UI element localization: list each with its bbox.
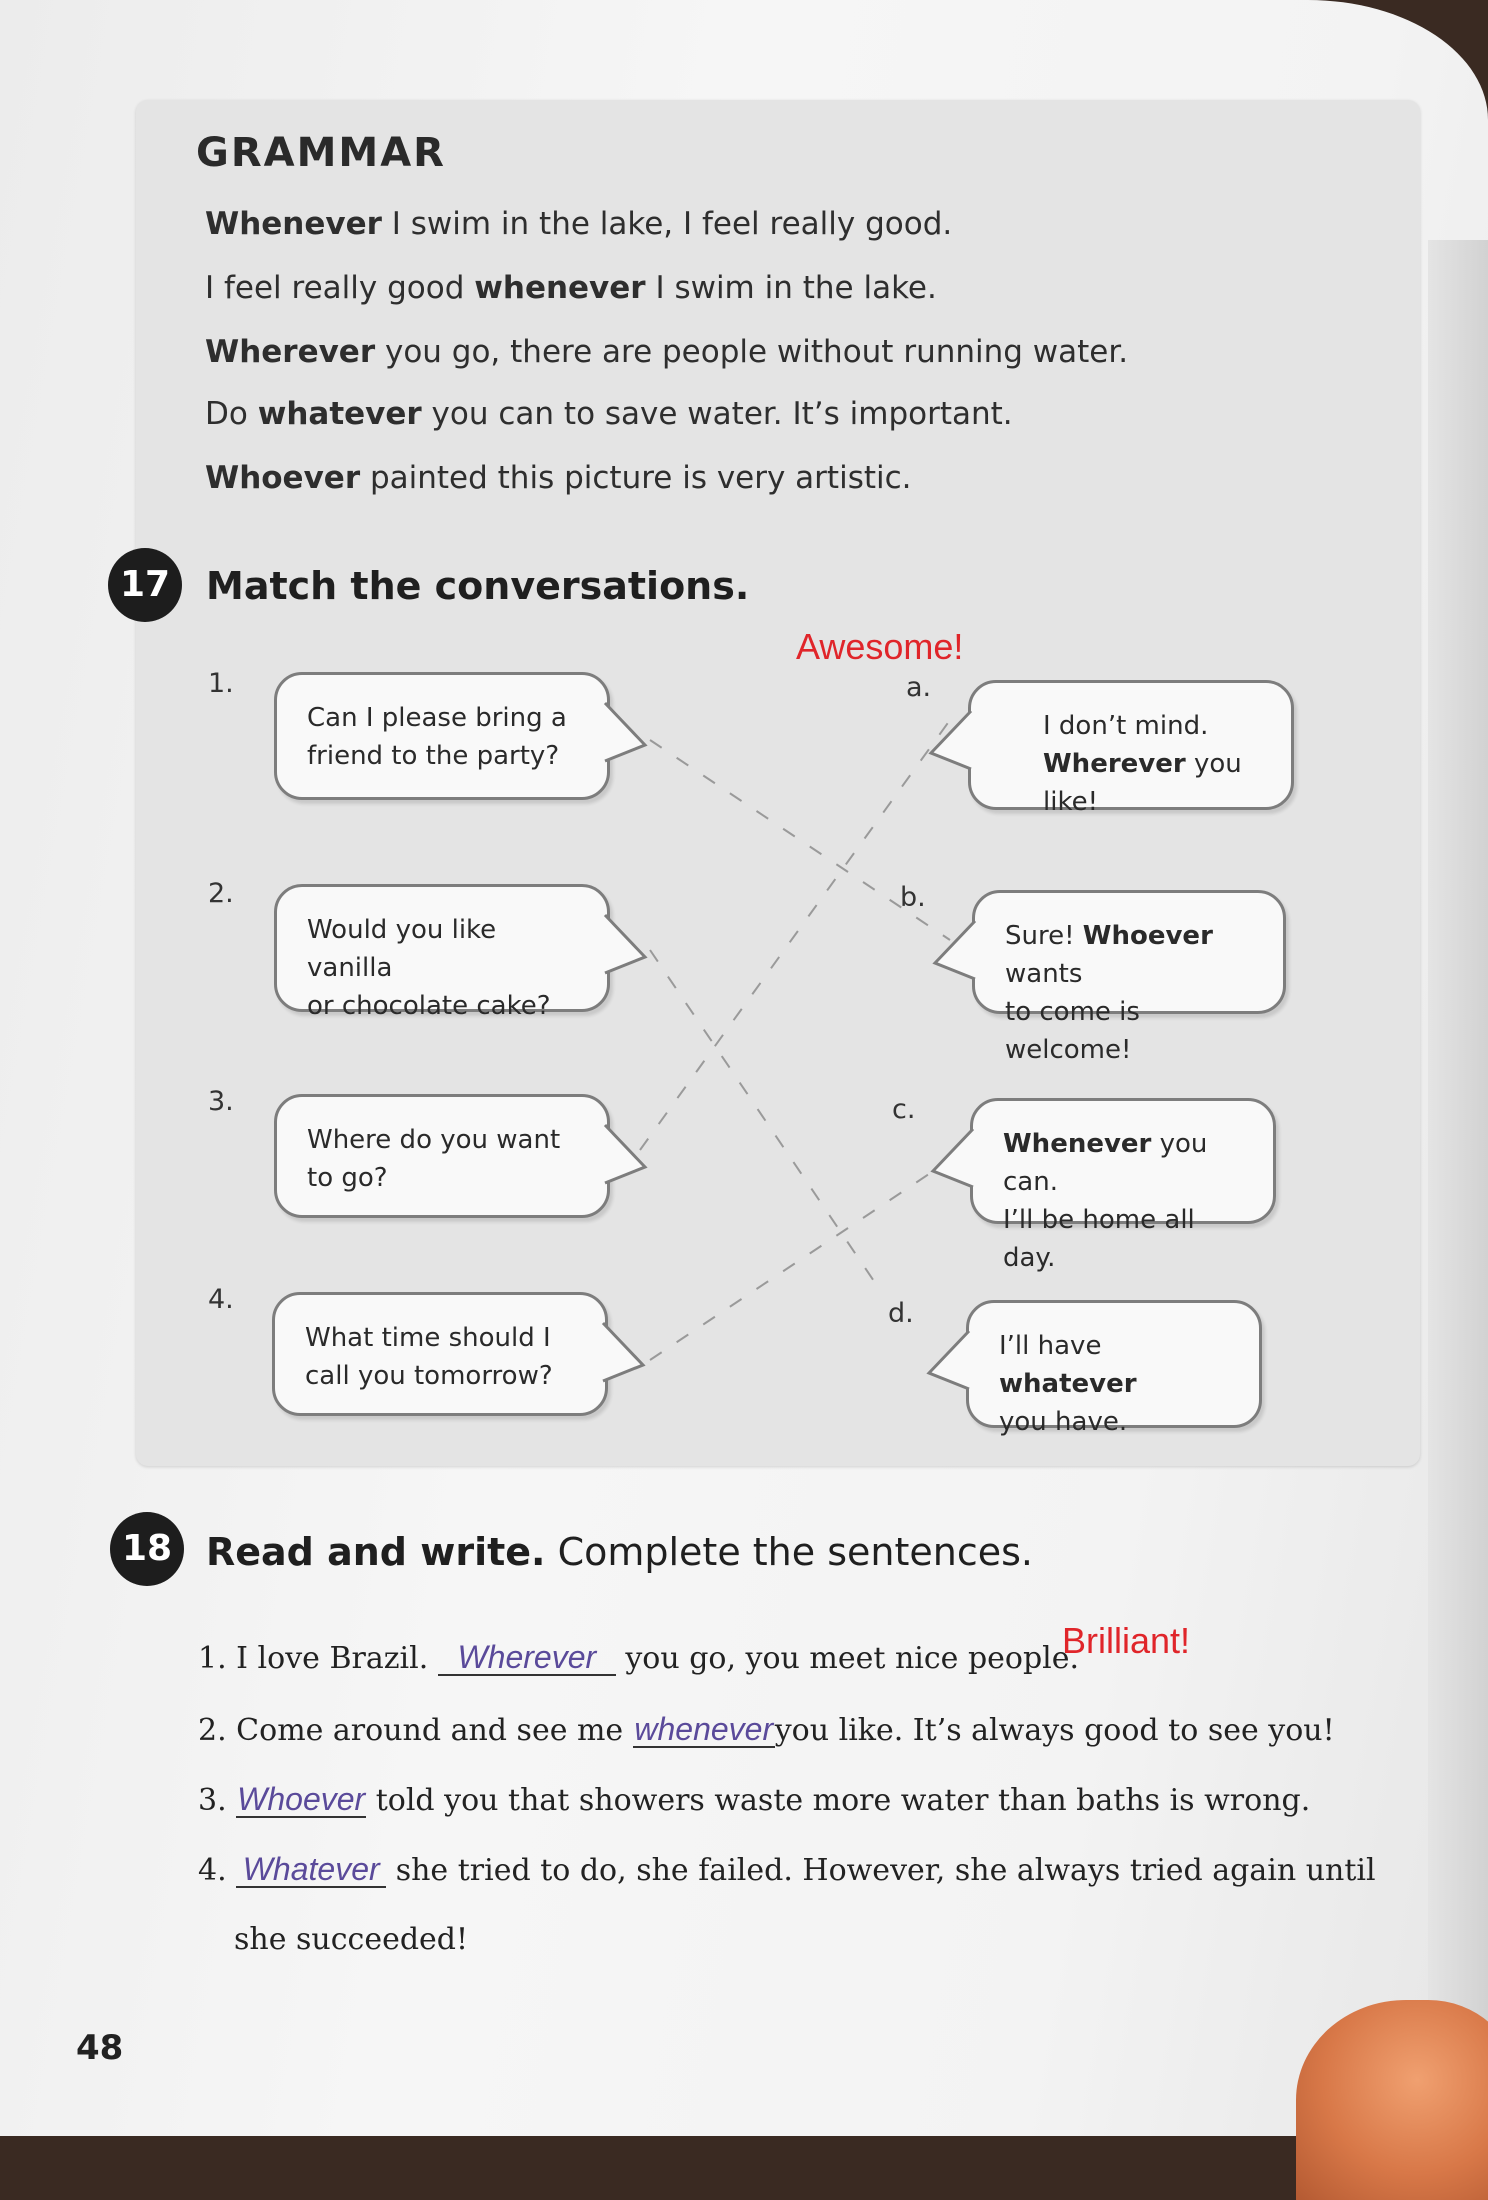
bubble-text: I’ll have whatever (999, 1331, 1137, 1399)
bubble-text: to go? (307, 1163, 388, 1193)
bubble-tail (928, 709, 973, 771)
bubble-text: friend to the party? (307, 741, 560, 771)
sentence-4: 4. Whatever she tried to do, she failed.… (198, 1851, 1376, 1888)
bubble-tail (603, 1123, 648, 1185)
grammar-line: Whoever painted this picture is very art… (205, 460, 912, 496)
exercise-title: Read and write. Complete the sentences. (206, 1530, 1033, 1574)
bubble-tail (930, 1127, 975, 1189)
speech-bubble-1: Can I please bring a friend to the party… (274, 672, 648, 800)
bubble-tail (601, 1321, 646, 1383)
item-letter: a. (906, 672, 932, 703)
item-number: 2. (208, 878, 234, 909)
bubble-tail (926, 1329, 971, 1391)
speech-bubble-b: Sure! Whoever wants to come is welcome! (932, 890, 1286, 1065)
teacher-annotation: Awesome! (796, 626, 964, 667)
speech-bubble-4: What time should I call you tomorrow? (272, 1292, 646, 1416)
bubble-text: Whenever you can. (1003, 1129, 1208, 1197)
speech-bubble-3: Where do you want to go? (274, 1094, 648, 1218)
matching-lines (639, 719, 951, 1361)
item-letter: b. (900, 882, 926, 913)
bubble-text: Sure! Whoever wants (1005, 921, 1213, 989)
grammar-line: Whenever I swim in the lake, I feel real… (205, 206, 953, 242)
sentence-4-continuation: she succeeded! (234, 1922, 469, 1957)
bubble-tail (603, 913, 648, 975)
bubble-text: I don’t mind. (1043, 711, 1209, 741)
bubble-text: I’ll be home all day. (1003, 1205, 1195, 1273)
item-letter: c. (892, 1094, 916, 1125)
speech-bubble-2: Would you like vanilla or chocolate cake… (274, 884, 648, 1021)
bubble-text: Would you like vanilla (307, 915, 497, 983)
teacher-annotation: Brilliant! (1062, 1620, 1191, 1661)
exercise-number-badge: 17 (108, 548, 182, 622)
sentence-2: 2. Come around and see me wheneveryou li… (198, 1711, 1335, 1748)
bubble-tail (932, 919, 977, 981)
answer-blank[interactable]: whenever (632, 1711, 775, 1748)
page-number: 48 (76, 2028, 124, 2068)
grammar-line: Wherever you go, there are people withou… (205, 334, 1129, 370)
bubble-text: What time should I (305, 1323, 551, 1353)
item-number: 1. (208, 668, 234, 699)
next-page-edge (1428, 240, 1488, 2136)
grammar-title: GRAMMAR (196, 130, 446, 176)
bubble-text: to come is welcome! (1005, 997, 1140, 1065)
sentence-3: 3. Whoever told you that showers waste m… (198, 1781, 1311, 1818)
bubble-text: you have. (999, 1407, 1128, 1437)
speech-bubble-a: I don’t mind. Wherever you like! (928, 680, 1294, 817)
speech-bubble-d: I’ll have whatever you have. (926, 1300, 1262, 1437)
bubble-text: call you tomorrow? (305, 1361, 553, 1391)
answer-blank[interactable]: Whoever (236, 1781, 367, 1818)
bubble-tail (603, 701, 648, 763)
bubble-text: Wherever you like! (1043, 749, 1242, 817)
sentence-1: 1. I love Brazil. Wherever you go, you m… (198, 1639, 1080, 1676)
item-letter: d. (888, 1298, 914, 1329)
exercise-number-badge: 18 (110, 1512, 184, 1586)
speech-bubble-c: Whenever you can. I’ll be home all day. (930, 1098, 1276, 1273)
grammar-line: I feel really good whenever I swim in th… (205, 270, 937, 306)
answer-blank[interactable]: Wherever (437, 1640, 616, 1676)
item-number: 4. (208, 1284, 234, 1315)
item-number: 3. (208, 1086, 234, 1117)
bubble-text: Can I please bring a (307, 703, 567, 733)
bubble-text: or chocolate cake? (307, 991, 551, 1021)
answer-blank[interactable]: Whatever (236, 1852, 387, 1888)
grammar-line: Do whatever you can to save water. It’s … (205, 396, 1013, 432)
exercise-title: Match the conversations. (206, 564, 750, 608)
bubble-text: Where do you want (307, 1125, 561, 1155)
